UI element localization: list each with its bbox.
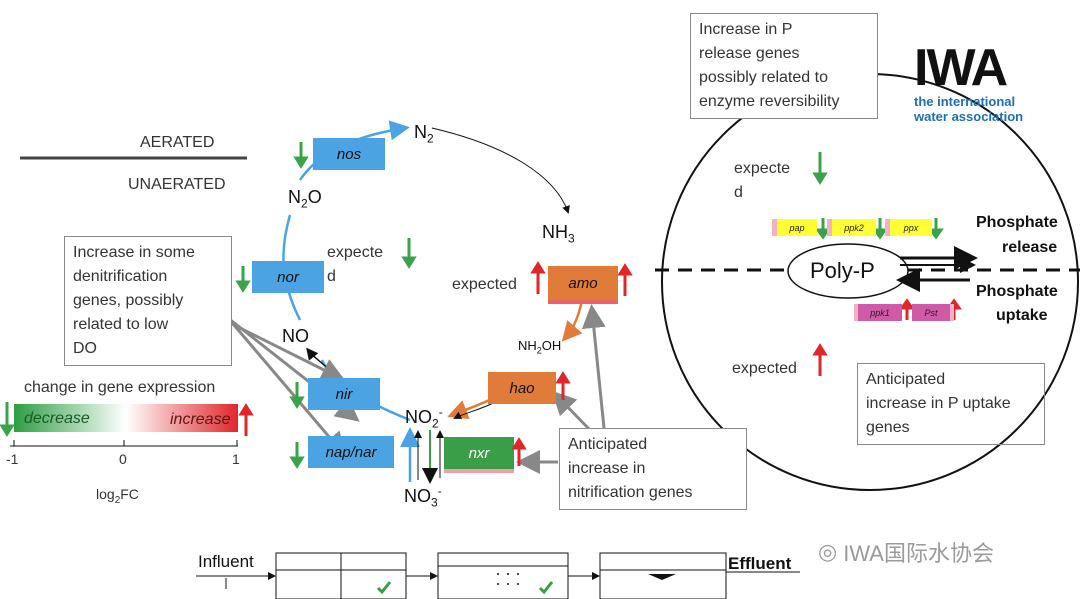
note-line: nitrification genes [568, 484, 693, 501]
note-line: genes, possibly [73, 292, 184, 309]
note-line: enzyme reversibility [699, 93, 840, 110]
gene-nxr: nxr [444, 437, 514, 469]
note-line: Anticipated [866, 371, 946, 388]
iwa-logo-line1: the international [914, 94, 1016, 109]
uptake-label-a: Phosphate [976, 283, 1058, 300]
legend-tick-min: -1 [6, 451, 19, 467]
pointer-napnar [226, 317, 346, 457]
polyp-label: Poly-P [810, 258, 875, 283]
legend-decrease: decrease [24, 410, 90, 427]
compound-no: NO [282, 326, 309, 346]
legend-gradient [14, 404, 238, 432]
gene-pst: Pst [912, 304, 950, 321]
release-label-a: Phosphate [976, 214, 1058, 231]
gene-nor: nor [252, 261, 324, 293]
release-label-b: release [1002, 239, 1058, 256]
note-line: Anticipated [568, 436, 648, 453]
wechat-icon: ◎ [818, 539, 838, 564]
gene-nir: nir [308, 378, 380, 410]
expected-circle-top-a: expecte [734, 160, 791, 177]
compound-n2: N2 [414, 122, 434, 146]
legend-title: change in gene expression [24, 379, 216, 396]
effluent-label: Effluent [728, 554, 792, 573]
expected-amo: expected [452, 276, 517, 293]
note-line: increase in [568, 460, 646, 477]
note-p-release: Increase in P release genes possibly rel… [690, 13, 878, 119]
gene-nos: nos [313, 138, 385, 170]
pointer-amo [581, 304, 606, 429]
compound-no2: NO2- [405, 405, 443, 431]
watermark-text: IWA国际水协会 [843, 541, 994, 566]
compound-nh2oh: NH2OH [518, 338, 562, 356]
note-line: Increase in some [73, 244, 195, 261]
amo-path [561, 299, 584, 342]
iwa-logo: IWA the international water association [914, 42, 1040, 134]
gene-napnar: nap/nar [308, 436, 394, 468]
iwa-logo-line2: water association [914, 109, 1024, 124]
legend-increase: increase [170, 411, 231, 428]
expected-circle-bottom: expected [732, 360, 797, 377]
legend-tick-max: 1 [232, 451, 240, 467]
compound-no3: NO3- [404, 484, 442, 510]
expected-circle-top-b: d [734, 184, 743, 201]
note-p-uptake: Anticipated increase in P uptake genes [857, 363, 1045, 445]
compound-n2o: N2O [288, 187, 322, 211]
note-line: release genes [699, 45, 800, 62]
unaerated-label: UNAERATED [128, 176, 226, 193]
influent-label: Influent [198, 552, 254, 571]
legend-axis: log2FC [96, 486, 139, 506]
gene-ppx: ppx [890, 219, 932, 236]
note-line: increase in P uptake [866, 395, 1011, 412]
note-line: denitrification [73, 268, 168, 285]
gene-amo: amo [548, 266, 618, 300]
note-denitrification: Increase in some denitrification genes, … [64, 236, 232, 366]
note-nitrification: Anticipated increase in nitrification ge… [559, 428, 747, 510]
note-line: possibly related to [699, 69, 828, 86]
note-line: DO [73, 340, 97, 357]
gene-hao: hao [488, 372, 556, 404]
iwa-logo-mark: IWA [914, 39, 1008, 97]
expected-nor-a: expecte [327, 244, 384, 261]
uptake-label-b: uptake [996, 307, 1048, 324]
legend-tick-mid: 0 [119, 451, 127, 467]
expected-nor-b: d [327, 268, 336, 285]
n-fixation-arrow [431, 127, 570, 214]
note-line: related to low [73, 316, 169, 333]
pointer-hao [551, 390, 592, 432]
gene-ppk2: ppk2 [832, 219, 876, 236]
note-line: Increase in P [699, 21, 793, 38]
compound-nh3: NH3 [542, 222, 575, 246]
gene-ppk1: ppk1 [858, 304, 902, 321]
aerated-label: AERATED [140, 134, 215, 151]
note-line: genes [866, 419, 910, 436]
gene-pap: pap [777, 219, 817, 236]
watermark: ◎ IWA国际水协会 [818, 536, 994, 568]
